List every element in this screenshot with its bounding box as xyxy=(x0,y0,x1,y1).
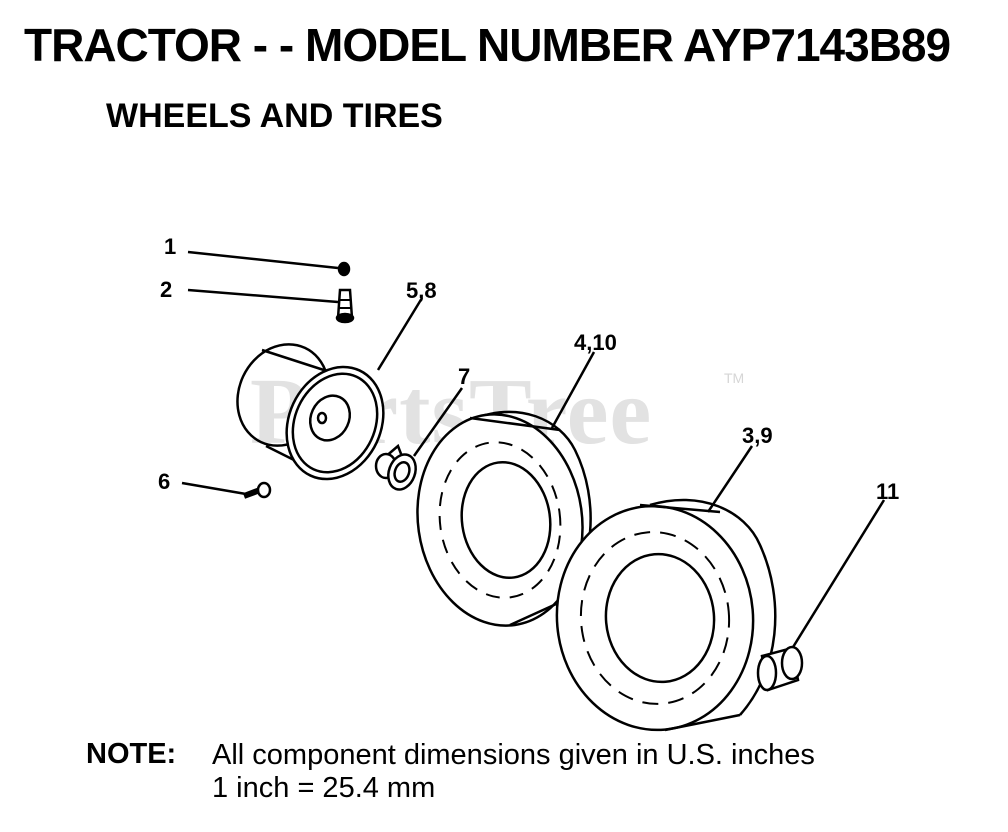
valve-stem-part xyxy=(335,288,355,324)
leader-39 xyxy=(706,445,754,513)
leader-2 xyxy=(187,288,339,304)
trademark-symbol: TM xyxy=(724,370,745,386)
note-label: NOTE: xyxy=(86,738,177,770)
tire-3-9-part xyxy=(555,498,777,732)
callout-4-10: 4,10 xyxy=(574,330,617,355)
leader-6 xyxy=(181,481,247,496)
leader-58 xyxy=(376,297,424,371)
leader-7 xyxy=(412,387,464,457)
note-line-2: 1 inch = 25.4 mm xyxy=(212,772,436,804)
valve-cap-part xyxy=(337,261,351,277)
callout-2: 2 xyxy=(160,277,173,302)
section-title: WHEELS AND TIRES xyxy=(106,97,443,135)
note-line-1: All component dimensions given in U.S. i… xyxy=(212,739,815,771)
leader-lines xyxy=(181,250,886,653)
leader-1 xyxy=(187,250,339,270)
diagram-title: TRACTOR - - MODEL NUMBER AYP7143B89 xyxy=(24,19,951,71)
callout-7: 7 xyxy=(458,364,471,389)
leader-11 xyxy=(788,499,886,653)
wheel-rim-part xyxy=(236,343,385,481)
callout-3-9: 3,9 xyxy=(742,423,773,448)
callout-5-8: 5,8 xyxy=(406,278,437,303)
bushing-part xyxy=(374,443,417,491)
center-cap-part xyxy=(756,645,804,692)
callout-6: 6 xyxy=(158,469,171,494)
callout-1: 1 xyxy=(164,234,177,259)
leader-410 xyxy=(550,351,596,429)
callout-11: 11 xyxy=(876,479,900,504)
tire-4-10-part xyxy=(416,410,592,627)
screw-part xyxy=(242,481,272,499)
